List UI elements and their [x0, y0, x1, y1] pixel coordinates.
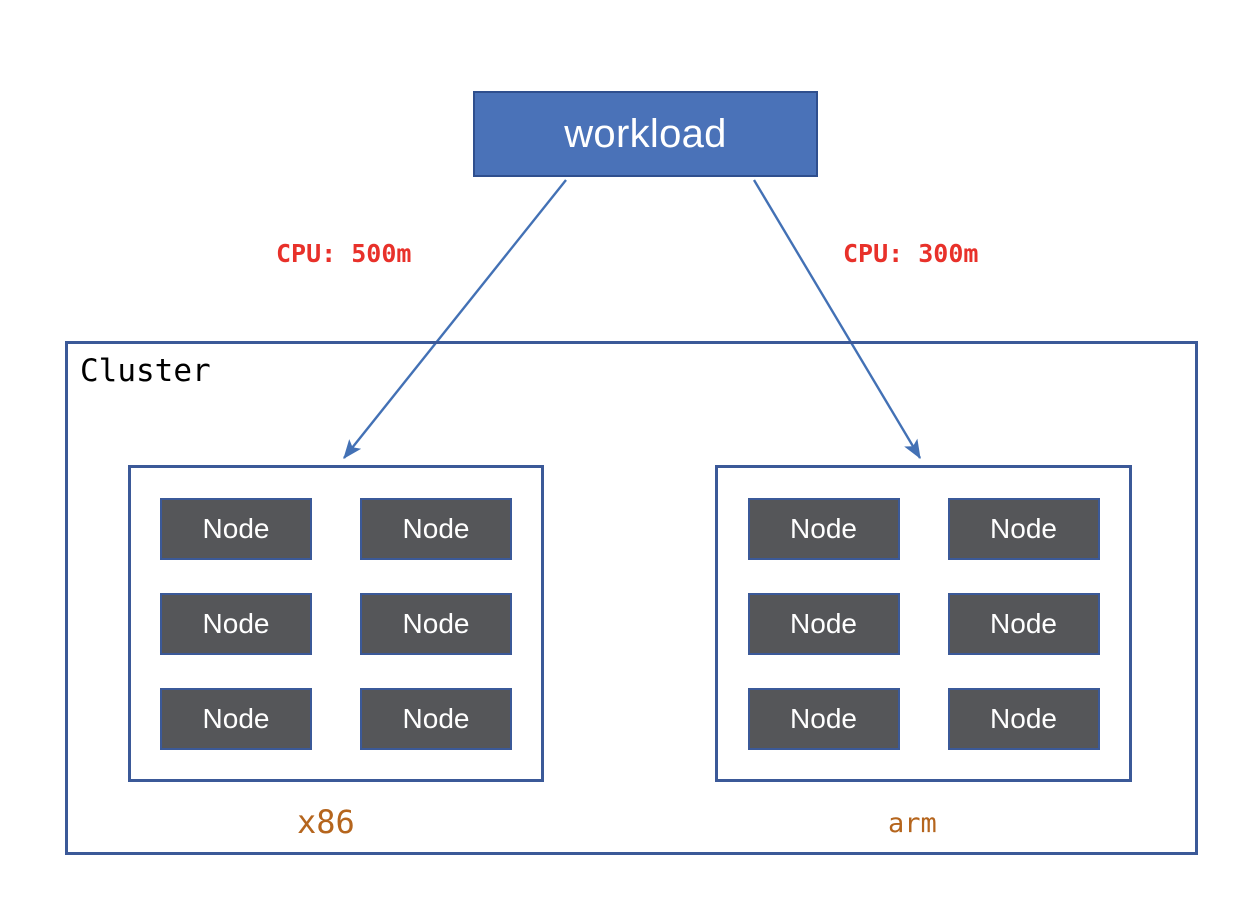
- node-box[interactable]: Node: [747, 687, 900, 750]
- workload-label: workload: [564, 112, 727, 156]
- node-label: Node: [990, 512, 1057, 544]
- node-box[interactable]: Node: [947, 592, 1100, 655]
- node-label: Node: [402, 607, 470, 639]
- node-box[interactable]: Node: [160, 497, 312, 560]
- cluster-title: Cluster: [80, 353, 211, 389]
- x86-caption: x86: [297, 803, 355, 841]
- node-box[interactable]: Node: [360, 592, 512, 655]
- node-label: Node: [990, 607, 1057, 639]
- cluster-container: [65, 341, 1198, 855]
- node-label: Node: [402, 512, 470, 544]
- node-box[interactable]: Node: [160, 592, 312, 655]
- node-label: Node: [402, 702, 470, 734]
- edge-label-arm: CPU: 300m: [843, 239, 979, 268]
- node-label: Node: [202, 702, 270, 734]
- node-label: Node: [202, 607, 270, 639]
- edge-label-x86: CPU: 500m: [276, 239, 412, 268]
- node-box[interactable]: Node: [947, 687, 1100, 750]
- node-box[interactable]: Node: [747, 592, 900, 655]
- node-label: Node: [790, 607, 857, 639]
- node-label: Node: [202, 512, 270, 544]
- arm-node-group: Node Node Node Node Node Node: [715, 465, 1132, 782]
- arm-node-grid: Node Node Node Node Node Node: [718, 468, 1129, 779]
- x86-node-group: Node Node Node Node Node Node: [128, 465, 544, 782]
- node-box[interactable]: Node: [747, 497, 900, 560]
- node-box[interactable]: Node: [360, 497, 512, 560]
- x86-node-grid: Node Node Node Node Node Node: [131, 468, 541, 779]
- arm-caption: arm: [888, 808, 937, 839]
- node-label: Node: [790, 512, 857, 544]
- node-label: Node: [790, 702, 857, 734]
- node-box[interactable]: Node: [360, 687, 512, 750]
- node-label: Node: [990, 702, 1057, 734]
- node-box[interactable]: Node: [947, 497, 1100, 560]
- workload-node[interactable]: workload: [473, 91, 818, 177]
- node-box[interactable]: Node: [160, 687, 312, 750]
